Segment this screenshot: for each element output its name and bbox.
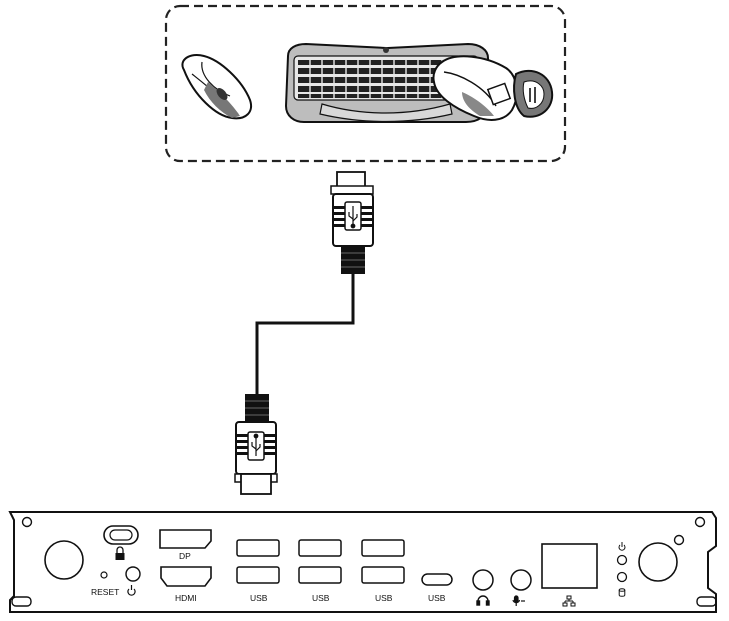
status-led (616, 571, 628, 583)
peripherals-box (164, 4, 567, 163)
mic-jack[interactable] (510, 569, 532, 591)
headphone-icon (476, 595, 490, 606)
hdmi-port[interactable] (160, 566, 212, 587)
mouse-icon (181, 54, 252, 120)
usb-connector-top (330, 171, 374, 274)
status-led (616, 554, 628, 566)
usb-port[interactable] (361, 539, 405, 557)
headphone-jack[interactable] (472, 569, 494, 591)
usb-label: USB (250, 593, 268, 603)
lock-icon (115, 546, 125, 560)
reset-label: RESET (91, 587, 119, 597)
usb-port[interactable] (361, 566, 405, 584)
power-led-icon (618, 542, 626, 551)
network-icon (562, 595, 576, 607)
device-panel: RESET DP HDMI USB USB USB USB (8, 511, 717, 613)
usb-port[interactable] (236, 539, 280, 557)
usb-c-label: USB (428, 593, 446, 603)
power-button[interactable] (125, 566, 141, 582)
dp-label: DP (179, 551, 191, 561)
usb-label: USB (312, 593, 330, 603)
usb-port[interactable] (298, 566, 342, 584)
dp-port[interactable] (159, 529, 212, 549)
usb-port[interactable] (298, 539, 342, 557)
usb-connector-bottom (234, 394, 278, 495)
lock-slot (103, 525, 139, 560)
lan-port[interactable] (541, 543, 598, 589)
usb-cable (234, 171, 374, 495)
usb-c-port[interactable] (421, 573, 453, 586)
usb-symbol-icon (348, 206, 358, 229)
usb-port[interactable] (236, 566, 280, 584)
hdd-led-icon (618, 588, 626, 597)
microphone-icon (512, 595, 525, 606)
usb-symbol-icon (251, 433, 261, 456)
hdmi-label: HDMI (175, 593, 197, 603)
reset-button[interactable] (100, 571, 108, 579)
power-icon (127, 585, 136, 596)
usb-flash-drive-icon (432, 55, 554, 121)
usb-label: USB (375, 593, 393, 603)
